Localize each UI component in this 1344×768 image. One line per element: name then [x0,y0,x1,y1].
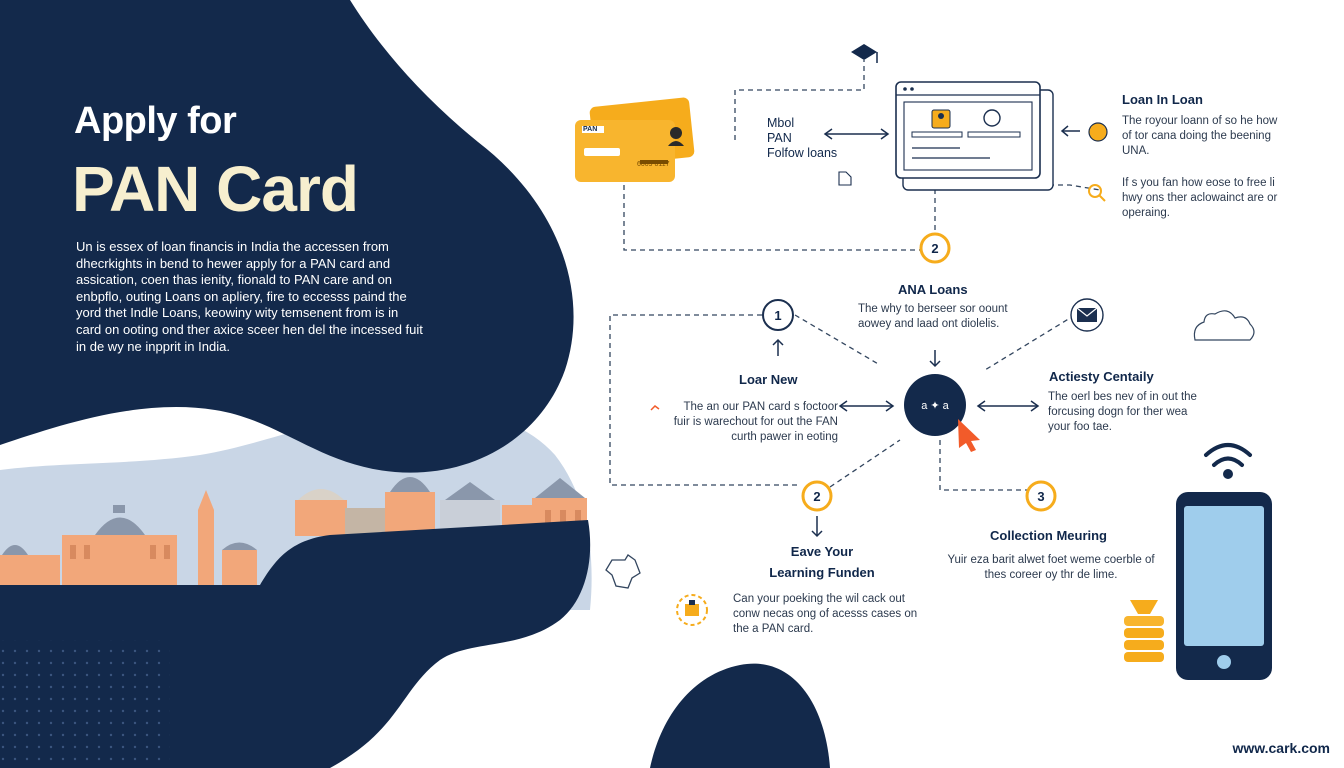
step-badge-3 [1025,480,1057,512]
step-3-title: Collection Meuring [990,528,1107,543]
step-2-bottom-title-line2: Learning Funden [769,565,875,580]
envelope-icon [1070,298,1104,332]
browser-window-icon [895,81,1054,191]
navy-blob [0,0,574,473]
document-icon [838,171,852,186]
bottom-blob [650,663,830,768]
id-card-icon [575,97,695,182]
step-badge-2-bottom [801,480,833,512]
step-badge-1 [762,299,794,331]
step-2-bottom-number: 2 [813,489,820,504]
step-1-text: The an our PAN card s foctoor fuir is wa… [673,401,838,443]
step-3-text: Yuir eza barit alwet foet weme coerble o… [947,554,1155,581]
step-badge-2-top [919,232,951,264]
cursor-arrow-icon [958,419,980,452]
city-skyline [0,477,587,585]
card-number: 6009 0117 [637,161,670,168]
step-3-number: 3 [1037,489,1044,504]
cloud-icon [1193,310,1255,341]
loan-in-loan-text2: If s you fan how eose to free li hwy ons… [1122,177,1278,219]
search-icon [1088,184,1106,202]
step-2-bottom-title-line1: Eave Your [790,544,854,559]
gear-icon [676,594,708,626]
step-2-top-title: ANA Loans [898,282,968,297]
hero-title-line2: PAN Card [72,153,359,225]
connector-lines [609,60,1101,491]
activity-text: The oerl bes nev of in out the forcusing… [1048,391,1197,433]
footer-url[interactable]: www.cark.com [1232,740,1330,756]
step-2-top-text: The why to berseer sor oount aowey and l… [858,303,1008,330]
wifi-icon [1204,443,1252,479]
step-1-number: 1 [774,308,781,323]
hub-label: a ✦ a [921,400,949,412]
hub-circle [904,374,966,436]
card-side-label: Mbol PAN Folfow loans [767,116,837,161]
coin-stack-icon [1124,600,1164,662]
arrows [772,125,1080,538]
hero-description: Un is essex of loan financis in India th… [76,239,423,354]
graduation-cap-icon [851,44,878,63]
activity-title: Actiesty Centaily [1049,369,1154,384]
step-2-bottom-title: Eave Your Learning Funden [767,541,877,583]
hero-title-line1: Apply for [74,100,237,142]
card-side-label-line1: Mbol [767,116,795,130]
smartphone-icon [1176,492,1272,680]
step-2-top-number: 2 [931,241,938,256]
step-1-title: Loar New [739,372,798,387]
card-side-label-line3: Folfow loans [767,146,838,160]
check-mark-icon [650,405,660,411]
puzzle-icon [605,554,641,589]
card-side-label-line2: PAN [767,131,792,145]
loan-in-loan-title: Loan In Loan [1122,92,1203,107]
loan-in-loan-text1: The royour loann of so he how of tor can… [1122,115,1278,157]
step-2-bottom-text: Can your poeking the wil cack out conw n… [733,593,918,635]
card-chip-label: PAN [583,126,597,133]
info-icon [1088,122,1108,142]
